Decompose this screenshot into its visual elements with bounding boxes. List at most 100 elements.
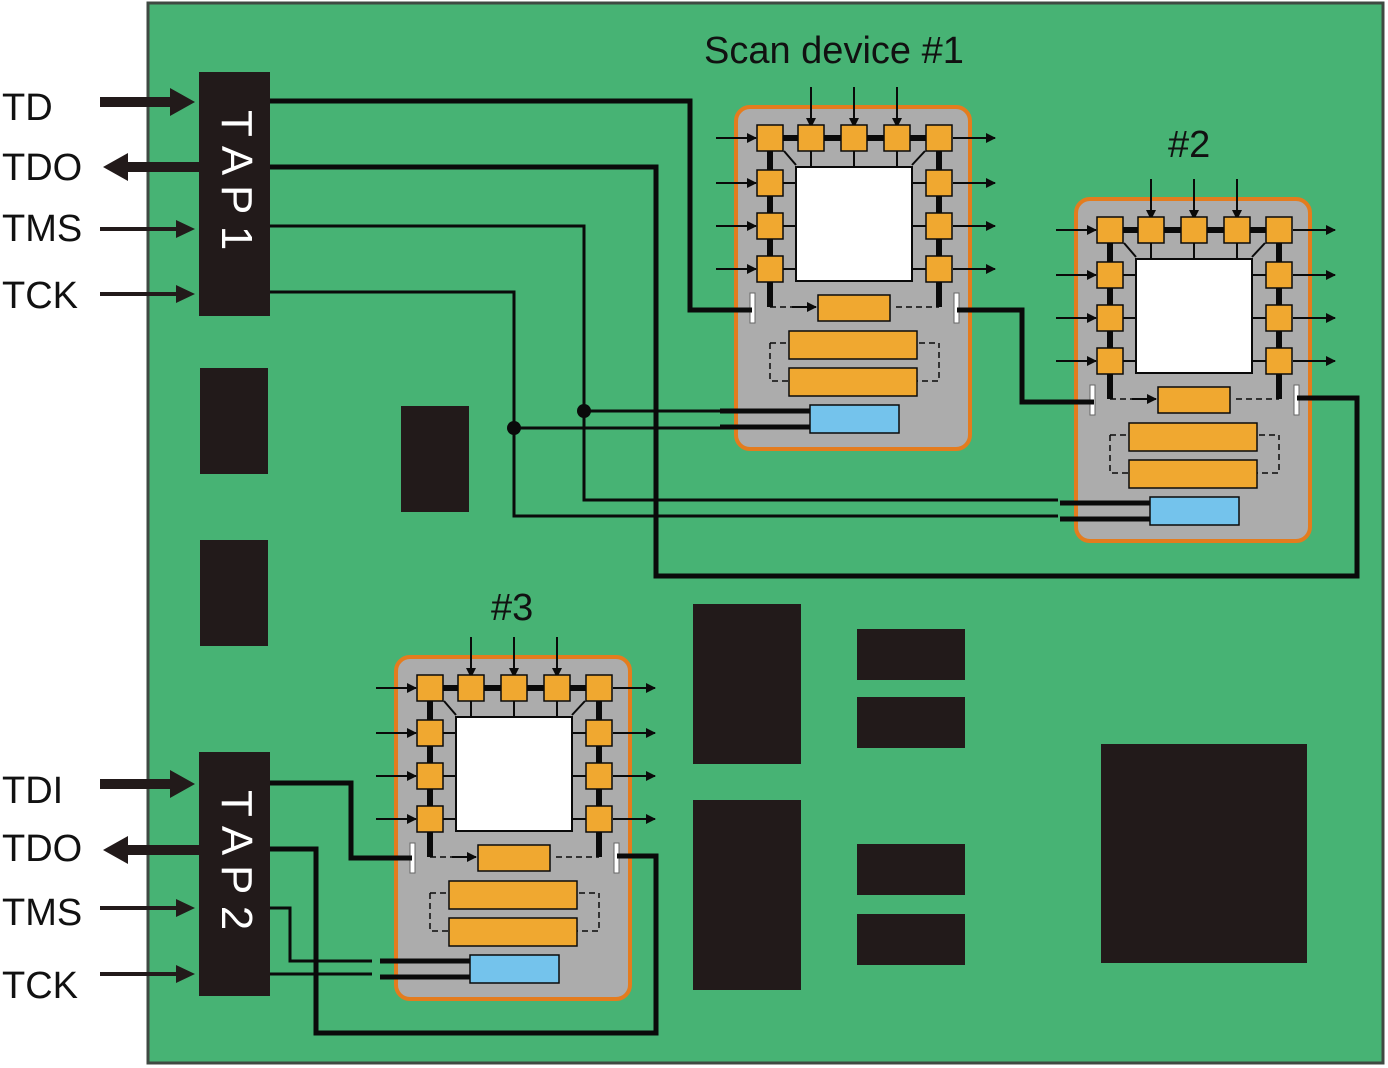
device-core bbox=[1135, 258, 1253, 374]
boundary-cell bbox=[1265, 347, 1293, 375]
boundary-cell bbox=[1096, 304, 1124, 332]
instruction-register bbox=[448, 880, 578, 910]
junction-dot bbox=[577, 404, 591, 418]
chip-small-2 bbox=[857, 697, 965, 748]
core-link bbox=[443, 700, 457, 716]
wire-dev1-to-dev2 bbox=[957, 307, 1094, 405]
core-link bbox=[783, 150, 797, 166]
arrow-right-icon bbox=[100, 285, 195, 303]
pin-label: TMS bbox=[2, 892, 82, 934]
arrow-right-icon bbox=[100, 899, 195, 917]
bypass-register bbox=[1157, 386, 1231, 414]
pin-label: TDI bbox=[2, 770, 63, 812]
data-register bbox=[448, 917, 578, 947]
boundary-cell bbox=[1096, 216, 1124, 244]
core-link bbox=[571, 700, 586, 716]
pin-label: TDO bbox=[2, 828, 82, 870]
scan-device-3 bbox=[376, 637, 656, 1001]
arrow-right-icon bbox=[100, 220, 195, 238]
boundary-cell bbox=[1223, 216, 1251, 244]
arrow-right-icon bbox=[100, 88, 195, 116]
data-register bbox=[788, 367, 918, 397]
device-2-title: #2 bbox=[1168, 124, 1210, 166]
instruction-register bbox=[1128, 422, 1258, 452]
tap-controller-block bbox=[809, 404, 900, 434]
wire-dev3-to-tdo bbox=[270, 846, 659, 1036]
tap-1-body bbox=[199, 72, 270, 316]
chip-xlarge bbox=[1101, 744, 1307, 963]
pin-arrows bbox=[100, 88, 200, 983]
boundary-cell bbox=[1265, 216, 1293, 244]
boundary-cell bbox=[543, 674, 571, 702]
wire-tap2-tms bbox=[270, 906, 372, 963]
wire-tap1-tck bbox=[270, 290, 720, 430]
arrow-right-icon bbox=[100, 965, 195, 983]
boundary-cell bbox=[457, 674, 485, 702]
boundary-cell bbox=[500, 674, 528, 702]
wire-tap1-tdi bbox=[270, 98, 752, 313]
boundary-cell bbox=[1265, 261, 1293, 289]
chip-large-2 bbox=[693, 800, 801, 990]
boundary-cell bbox=[840, 124, 868, 152]
wire-tap1-tms-dev2 bbox=[582, 411, 1058, 502]
boundary-cell bbox=[1265, 304, 1293, 332]
pin-label: TMS bbox=[2, 208, 82, 250]
tap-1-name: T A P 1 bbox=[212, 110, 261, 250]
tap-controller-block bbox=[469, 954, 560, 984]
boundary-cell bbox=[416, 674, 444, 702]
boundary-cell bbox=[1096, 347, 1124, 375]
scan-device-2 bbox=[1056, 179, 1336, 543]
scan-devices bbox=[376, 87, 1336, 1001]
scan-device-1 bbox=[716, 87, 996, 451]
boundary-cell bbox=[1180, 216, 1208, 244]
boundary-cell bbox=[797, 124, 825, 152]
boundary-cell bbox=[416, 762, 444, 790]
device-3-title: #3 bbox=[491, 587, 533, 629]
boundary-cell bbox=[1137, 216, 1165, 244]
chip-small-1 bbox=[857, 629, 965, 680]
arrow-left-icon bbox=[103, 153, 200, 181]
boundary-cell bbox=[756, 212, 784, 240]
junction-dots bbox=[507, 404, 591, 435]
pin-label: TD bbox=[2, 87, 53, 129]
arrow-right-icon bbox=[100, 770, 195, 798]
boundary-cell bbox=[883, 124, 911, 152]
core-link bbox=[911, 150, 926, 166]
data-register bbox=[1128, 459, 1258, 489]
boundary-cell bbox=[416, 719, 444, 747]
device-core bbox=[455, 716, 573, 832]
tap-2-pin-labels: TDI TDO TMS TCK bbox=[2, 770, 82, 1007]
arrow-left-icon bbox=[103, 836, 200, 864]
chip-left-2 bbox=[200, 540, 268, 646]
boundary-cell bbox=[1096, 261, 1124, 289]
wire-tap1-tms bbox=[270, 224, 720, 413]
boundary-cell bbox=[585, 674, 613, 702]
tap-2-name: T A P 2 bbox=[212, 790, 261, 930]
boundary-cell bbox=[416, 805, 444, 833]
generic-chips bbox=[200, 368, 1307, 990]
wire-tap2-tdi bbox=[270, 780, 412, 861]
instruction-register bbox=[788, 330, 918, 360]
tap-1: T A P 1 bbox=[199, 72, 270, 316]
boundary-cell bbox=[925, 169, 953, 197]
chip-left-1 bbox=[200, 368, 268, 474]
pin-label: TCK bbox=[2, 275, 78, 317]
boundary-cell bbox=[585, 719, 613, 747]
boundary-cell bbox=[756, 169, 784, 197]
wire-dev2-to-tdo bbox=[270, 164, 1360, 579]
junction-dot bbox=[507, 421, 521, 435]
boundary-cell bbox=[585, 762, 613, 790]
tap-controller-block bbox=[1149, 496, 1240, 526]
chip-small-3 bbox=[857, 844, 965, 895]
boundary-cell bbox=[585, 805, 613, 833]
tap-1-pin-labels: TD TDO TMS TCK bbox=[2, 87, 82, 317]
wiring bbox=[270, 98, 1360, 1036]
tap-2-body bbox=[199, 752, 270, 996]
boundary-cell bbox=[925, 255, 953, 283]
chip-small-4 bbox=[857, 914, 965, 965]
chip-mid bbox=[401, 406, 469, 512]
core-link bbox=[1123, 242, 1137, 258]
tap-2: T A P 2 bbox=[199, 752, 270, 996]
boundary-cell bbox=[925, 124, 953, 152]
